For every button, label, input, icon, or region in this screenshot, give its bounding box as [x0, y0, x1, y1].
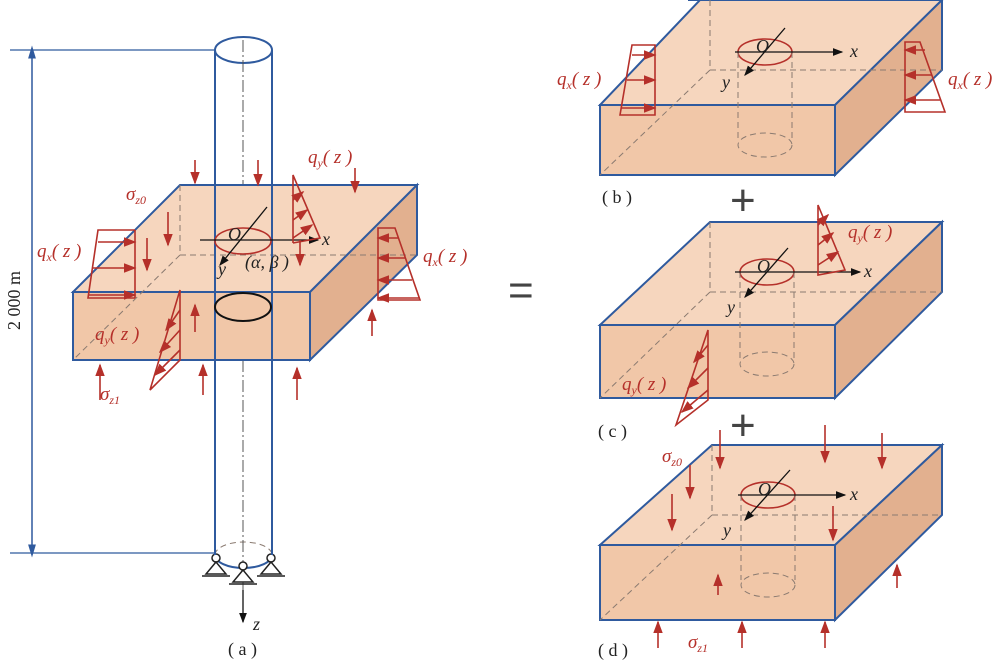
y-axis-label-b: y	[720, 72, 730, 92]
qy-label-c-bottom: qy( z )	[622, 374, 666, 397]
origin-label-a: O	[228, 224, 241, 244]
block-d	[597, 442, 945, 623]
qy-label-c-top: qy( z )	[848, 222, 892, 245]
load-arrow	[158, 329, 181, 354]
x-axis-label-d: x	[849, 484, 858, 504]
y-axis-label-c: y	[725, 297, 735, 317]
origin-label-b: O	[756, 36, 769, 56]
x-axis-label-b: x	[849, 41, 858, 61]
caption-d: ( d )	[598, 640, 628, 661]
plus-sign-2: +	[730, 401, 756, 450]
load-arrow	[291, 191, 305, 203]
load-arrow	[153, 349, 181, 377]
block-c	[597, 219, 945, 401]
plus-sign-1: +	[730, 176, 756, 225]
y-axis-label-d: y	[721, 520, 731, 540]
qx-label-a-left: qx( z )	[37, 241, 81, 264]
load-arrow	[165, 309, 181, 332]
load-arrow	[816, 213, 830, 227]
load-arrow	[686, 367, 709, 390]
pin-supports	[202, 553, 285, 585]
y-axis-label-a: y	[216, 259, 226, 279]
depth-label: 2 000 m	[4, 271, 24, 330]
origin-label-d: O	[758, 479, 771, 499]
sigma-z1-label-a: σz1	[100, 384, 120, 407]
qy-label-a-bottom: qy( z )	[95, 324, 139, 347]
load-arrow	[292, 209, 309, 221]
sigma-z0-label-a: σz0	[126, 184, 146, 207]
load-arrow	[292, 224, 314, 239]
load-arrows	[88, 45, 940, 648]
sigma-z1-label-d: σz1	[688, 632, 708, 655]
caption-a: ( a )	[228, 639, 257, 660]
z-axis-label: z	[252, 614, 260, 634]
depth-dimension: 2 000 m	[4, 45, 215, 558]
borehole-coordinate-label: (α, β )	[245, 252, 289, 273]
caption-b: ( b )	[602, 187, 632, 208]
equals-sign: =	[508, 266, 534, 315]
load-arrow	[680, 389, 709, 414]
x-axis-label-c: x	[863, 261, 872, 281]
qx-label-a-right: qx( z )	[423, 246, 467, 269]
origin-label-c: O	[757, 256, 770, 276]
qy-label-a-top: qy( z )	[308, 147, 352, 170]
caption-c: ( c )	[598, 421, 627, 442]
sigma-z0-label-d: σz0	[662, 446, 682, 469]
qx-label-b-left: qx( z )	[557, 69, 601, 92]
load-arrow	[692, 344, 709, 364]
x-axis-label-a: x	[321, 229, 330, 249]
qx-label-b-right: qx( z )	[948, 69, 992, 92]
block-a	[70, 182, 420, 555]
block-b	[597, 0, 944, 178]
load-arrow	[817, 232, 835, 246]
load-arrow	[817, 251, 840, 266]
